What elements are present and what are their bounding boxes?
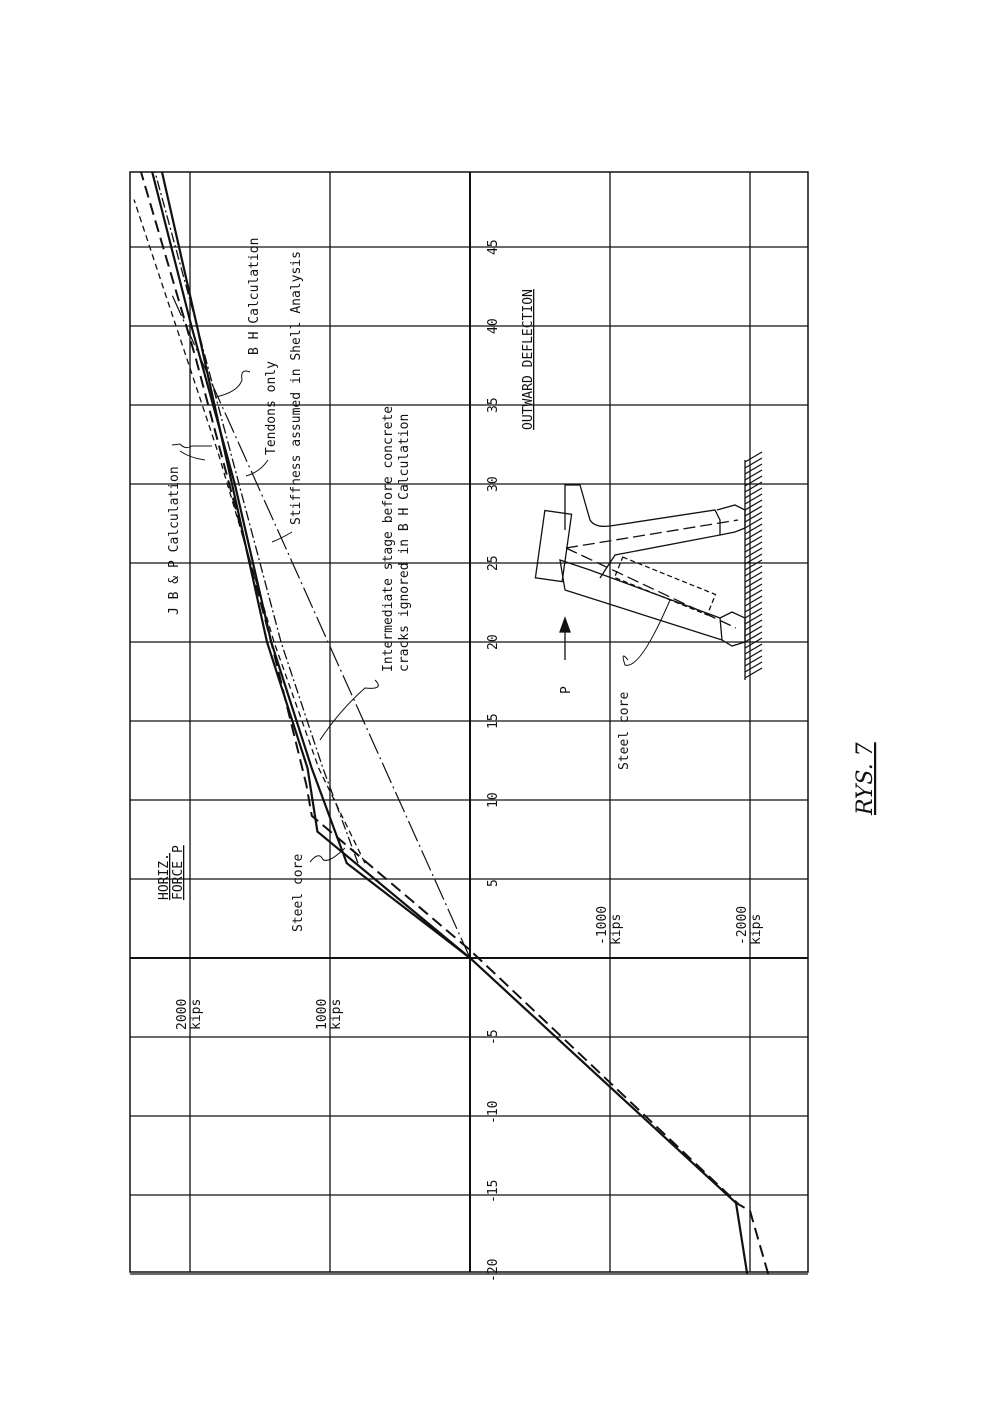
- annotation-bh: B H Calculation: [247, 238, 262, 355]
- hatch-mark: [744, 589, 763, 601]
- steel-core-sketch-label: Steel core: [617, 692, 632, 770]
- hatch-mark: [744, 613, 763, 625]
- x-tick-label: -5: [486, 1029, 501, 1045]
- hatch-mark: [744, 667, 763, 679]
- hatch-mark: [744, 499, 763, 511]
- leader-tendons: [245, 459, 269, 477]
- force-arrowhead: [559, 616, 571, 633]
- x-tick-label: -10: [486, 1101, 501, 1124]
- y-tick-label: 2000: [175, 999, 190, 1030]
- series-line-b-h-calculation: [160, 171, 749, 1275]
- hatch-mark: [744, 535, 763, 547]
- ground-hatching: [744, 451, 763, 679]
- x-tick-label: -20: [486, 1259, 501, 1282]
- annotation-stiffness: Stiffness assumed in Shell Analysis: [289, 251, 304, 525]
- deck-block: [534, 509, 573, 583]
- centerline: [565, 519, 739, 629]
- y-tick-label: -2000: [735, 906, 750, 945]
- x-tick-label: 20: [486, 634, 501, 650]
- hatch-mark: [744, 523, 763, 535]
- hatch-mark: [744, 577, 763, 589]
- y-tick-unit: kips: [749, 914, 764, 945]
- leader-stiffness: [271, 531, 293, 543]
- series-line-tendons-only: [154, 171, 359, 864]
- y-tick-unit: kips: [189, 999, 204, 1030]
- x-tick-label: 40: [486, 318, 501, 334]
- x-tick-label: 15: [486, 713, 501, 729]
- annotation-intermediate-1: Intermediate stage before concrete: [381, 406, 396, 672]
- x-tick-label: 25: [486, 555, 501, 571]
- hatch-mark: [744, 619, 763, 631]
- y-tick-unit: kips: [329, 999, 344, 1030]
- annotation-intermediate-2: cracks ignored in B H Calculation: [397, 414, 412, 672]
- hatch-mark: [744, 463, 763, 475]
- steel-core-outline: [613, 556, 717, 616]
- hatch-mark: [744, 481, 763, 493]
- x-tick-label: 45: [486, 239, 501, 255]
- hatch-mark: [744, 649, 763, 661]
- y-tick-unit: kips: [609, 914, 624, 945]
- force-p-label: P: [559, 686, 574, 694]
- leg-right: [716, 504, 746, 536]
- series-line-intermediate-stage-before-concrete-crack: [133, 199, 366, 864]
- hatch-mark: [744, 655, 763, 667]
- inclined-leg: [559, 559, 723, 641]
- hatch-mark: [744, 571, 763, 583]
- x-axis-title: OUTWARD DEFLECTION: [521, 289, 536, 430]
- y-tick-label: -1000: [595, 906, 610, 945]
- leader-intermediate: [319, 679, 379, 741]
- grid-lines: [130, 172, 808, 1275]
- hatch-mark: [744, 583, 763, 595]
- hatch-mark: [744, 469, 763, 481]
- hatch-mark: [744, 643, 763, 655]
- y-axis-title: HORIZ. FORCE P: [157, 845, 186, 900]
- y-axis-title-line2: FORCE P: [171, 845, 186, 900]
- hatch-mark: [744, 631, 763, 643]
- x-tick-label: 5: [486, 879, 501, 887]
- x-tick-label: 35: [486, 397, 501, 413]
- y-axis-title-line1: HORIZ.: [157, 853, 172, 900]
- hatch-mark: [744, 475, 763, 487]
- x-tick-label: 30: [486, 476, 501, 492]
- upper-bracket: [564, 484, 721, 579]
- series-line-j-b-p-calculation: [140, 171, 770, 1275]
- hatch-mark: [744, 541, 763, 553]
- leader-bh: [215, 370, 251, 398]
- hatch-mark: [744, 559, 763, 571]
- frame-sketch: [534, 451, 763, 680]
- data-series: [133, 171, 770, 1275]
- hatch-mark: [744, 451, 763, 463]
- hatch-mark: [744, 505, 763, 517]
- hatch-mark: [744, 661, 763, 673]
- series-line-stiffness-assumed-in-shell-analysis: [171, 294, 471, 959]
- hatch-mark: [744, 547, 763, 559]
- x-tick-label: -15: [486, 1180, 501, 1203]
- leader-jbp: [171, 443, 212, 461]
- hatch-mark: [744, 529, 763, 541]
- hatch-mark: [744, 487, 763, 499]
- hatch-mark: [744, 553, 763, 565]
- hatch-mark: [744, 517, 763, 529]
- hatch-mark: [744, 595, 763, 607]
- leader-steel-core-sketch: [622, 599, 671, 666]
- annotation-tendons: Tendons only: [264, 361, 279, 455]
- y-tick-label: 1000: [315, 999, 330, 1030]
- hatch-mark: [744, 601, 763, 613]
- hatch-mark: [744, 511, 763, 523]
- hatch-mark: [744, 607, 763, 619]
- hatch-mark: [744, 493, 763, 505]
- hatch-mark: [744, 457, 763, 469]
- figure-caption: RYS. 7: [853, 742, 878, 816]
- leg-left-bearing: [719, 611, 746, 647]
- hatch-mark: [744, 625, 763, 637]
- annotation-steel-core-curve: Steel core: [291, 854, 306, 932]
- hatch-mark: [744, 565, 763, 577]
- annotation-jbp: J B & P Calculation: [167, 466, 182, 615]
- hatch-mark: [744, 637, 763, 649]
- leader-steel-core: [309, 847, 346, 863]
- series-line-steel-core-b-h-: [151, 171, 471, 959]
- x-tick-label: 10: [486, 792, 501, 808]
